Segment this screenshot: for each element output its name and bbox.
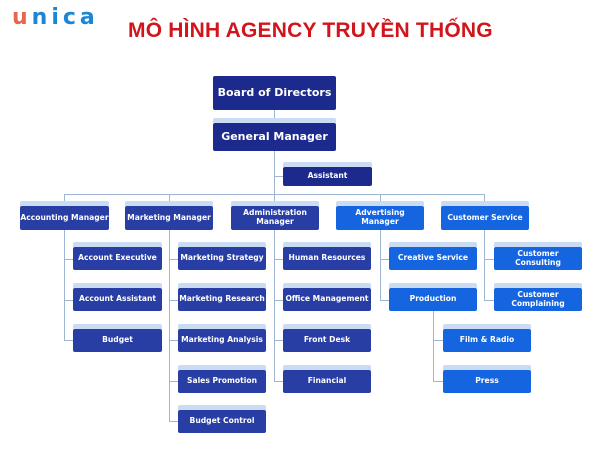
node-administration-manager: Administration Manager xyxy=(231,206,319,230)
node-assistant: Assistant xyxy=(283,167,372,186)
node-band xyxy=(283,324,371,329)
connector-adv-branch xyxy=(380,259,389,260)
connector-adm-drop xyxy=(274,194,275,201)
node-band xyxy=(178,405,266,410)
node-production: Production xyxy=(389,288,477,311)
connector-production-vertical xyxy=(433,311,434,382)
node-band xyxy=(283,283,371,288)
connector-acc-vertical xyxy=(64,230,65,341)
connector-mkt-branch xyxy=(169,421,178,422)
node-band xyxy=(283,242,371,247)
connector-adm-branch xyxy=(274,300,283,301)
node-band xyxy=(231,201,319,206)
node-band xyxy=(389,283,477,288)
connector-cs-vertical xyxy=(484,230,485,301)
page-title: MÔ HÌNH AGENCY TRUYỀN THỐNG xyxy=(128,19,493,42)
connector-adm-branch xyxy=(274,340,283,341)
node-film-radio: Film & Radio xyxy=(443,329,531,352)
node-account-executive: Account Executive xyxy=(73,247,162,270)
node-band xyxy=(283,162,372,167)
connector-cs-branch xyxy=(484,259,494,260)
connector-assistant xyxy=(274,176,283,177)
node-band xyxy=(494,283,582,288)
node-marketing-research: Marketing Research xyxy=(178,288,266,311)
connector-acc-branch xyxy=(64,259,73,260)
node-financial: Financial xyxy=(283,370,371,393)
connector-acc-drop xyxy=(64,194,65,201)
node-band xyxy=(178,242,266,247)
node-band xyxy=(73,242,162,247)
connector-cs-branch xyxy=(484,300,494,301)
connector-mkt-branch xyxy=(169,381,178,382)
node-band xyxy=(125,201,213,206)
connector-production-branch xyxy=(433,381,443,382)
unica-logo: unica xyxy=(12,5,99,30)
node-customer-complaining: Customer Complaining xyxy=(494,288,582,311)
node-marketing-analysis: Marketing Analysis xyxy=(178,329,266,352)
node-account-assistant: Account Assistant xyxy=(73,288,162,311)
node-band xyxy=(213,118,336,123)
connector-mkt-branch xyxy=(169,300,178,301)
node-front-desk: Front Desk xyxy=(283,329,371,352)
node-band xyxy=(389,242,477,247)
logo-letters: nica xyxy=(31,5,99,30)
node-band xyxy=(178,324,266,329)
connector-cs-drop xyxy=(484,194,485,201)
node-band xyxy=(178,365,266,370)
node-budget-control: Budget Control xyxy=(178,410,266,433)
node-band xyxy=(441,201,529,206)
node-marketing-manager: Marketing Manager xyxy=(125,206,213,230)
node-general-manager: General Manager xyxy=(213,123,336,151)
node-office-management: Office Management xyxy=(283,288,371,311)
node-accounting-manager: Accounting Manager xyxy=(20,206,109,230)
connector-production-branch xyxy=(433,340,443,341)
node-press: Press xyxy=(443,370,531,393)
node-band xyxy=(178,283,266,288)
node-band xyxy=(443,324,531,329)
node-creative-service: Creative Service xyxy=(389,247,477,270)
connector-mkt-drop xyxy=(169,194,170,201)
logo-letter-u: u xyxy=(12,5,32,30)
node-band xyxy=(494,242,582,247)
connector-mkt-branch xyxy=(169,259,178,260)
connector-mkt-vertical xyxy=(169,230,170,422)
node-marketing-strategy: Marketing Strategy xyxy=(178,247,266,270)
node-budget: Budget xyxy=(73,329,162,352)
node-band xyxy=(73,324,162,329)
node-customer-service: Customer Service xyxy=(441,206,529,230)
connector-board-gm xyxy=(274,110,275,123)
connector-adm-branch xyxy=(274,259,283,260)
node-band xyxy=(443,365,531,370)
connector-adv-branch xyxy=(380,300,389,301)
node-band xyxy=(20,201,109,206)
connector-mkt-branch xyxy=(169,340,178,341)
node-sales-promotion: Sales Promotion xyxy=(178,370,266,393)
node-human-resources: Human Resources xyxy=(283,247,371,270)
connector-acc-branch xyxy=(64,300,73,301)
connector-gm-trunk xyxy=(274,151,275,194)
node-board-of-directors: Board of Directors xyxy=(213,76,336,110)
connector-adm-branch xyxy=(274,381,283,382)
node-customer-consulting: Customer Consulting xyxy=(494,247,582,270)
node-band xyxy=(336,201,424,206)
node-advertising-manager: Advertising Manager xyxy=(336,206,424,230)
connector-acc-branch xyxy=(64,340,73,341)
connector-adv-vertical xyxy=(380,230,381,301)
node-band xyxy=(73,283,162,288)
connector-adm-vertical xyxy=(274,230,275,382)
node-band xyxy=(283,365,371,370)
connector-adv-drop xyxy=(380,194,381,201)
